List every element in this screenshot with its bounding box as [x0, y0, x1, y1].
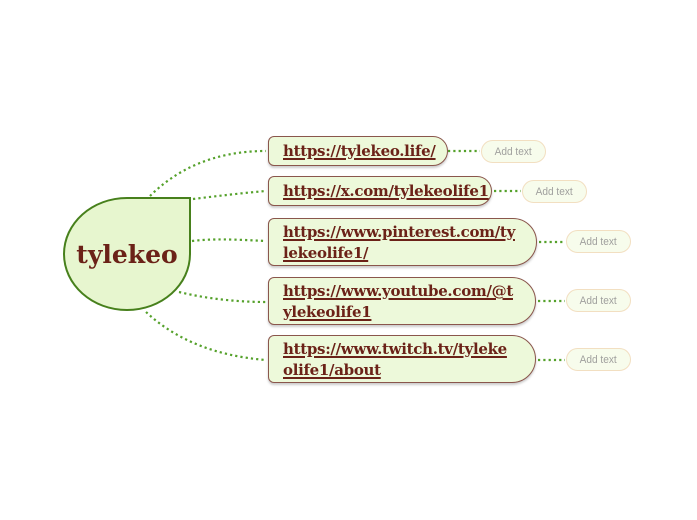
mindmap-node-x-com[interactable]: https://x.com/tylekeolife1	[268, 176, 492, 206]
node-url-link-line-1[interactable]: https://www.twitch.tv/tyleke	[283, 340, 507, 358]
add-text-button-4[interactable]: Add text	[566, 289, 631, 312]
mindmap-node-pinterest[interactable]: https://www.pinterest.com/ty lekeolife1/	[268, 218, 537, 266]
mindmap-node-tylekeo-life[interactable]: https://tylekeo.life/	[268, 136, 448, 166]
connector-root-to-node-2	[192, 189, 267, 201]
node-url-link-line-1[interactable]: https://www.pinterest.com/ty	[283, 223, 515, 241]
node-url-link[interactable]: https://tylekeo.life/	[283, 141, 436, 160]
mindmap-node-twitch[interactable]: https://www.twitch.tv/tyleke olife1/abou…	[268, 335, 536, 383]
add-text-label: Add text	[494, 145, 533, 158]
node-url-link-line-2[interactable]: olife1/about	[283, 360, 381, 379]
node-url-link-line-1[interactable]: https://www.youtube.com/@t	[283, 282, 513, 300]
connector-root-to-node-4	[178, 290, 267, 304]
connector-root-to-node-3	[191, 238, 267, 243]
add-text-button-3[interactable]: Add text	[566, 230, 631, 253]
node-url-link[interactable]: https://x.com/tylekeolife1	[283, 181, 489, 200]
add-text-button-1[interactable]: Add text	[481, 140, 546, 163]
add-text-button-2[interactable]: Add text	[522, 180, 587, 203]
add-text-label: Add text	[579, 353, 618, 366]
node-url-link-line-2[interactable]: ylekeolife1	[283, 302, 372, 321]
add-text-button-5[interactable]: Add text	[566, 348, 631, 371]
connector-root-to-node-5	[145, 311, 267, 362]
mindmap-node-youtube[interactable]: https://www.youtube.com/@t ylekeolife1	[268, 277, 536, 325]
add-text-label: Add text	[579, 294, 618, 307]
node-url-link-line-2[interactable]: lekeolife1/	[283, 243, 369, 262]
root-node[interactable]: tylekeo	[63, 197, 191, 311]
connector-root-to-node-1	[149, 149, 267, 197]
add-text-label: Add text	[579, 235, 618, 248]
root-node-label: tylekeo	[76, 239, 178, 269]
add-text-label: Add text	[535, 185, 574, 198]
